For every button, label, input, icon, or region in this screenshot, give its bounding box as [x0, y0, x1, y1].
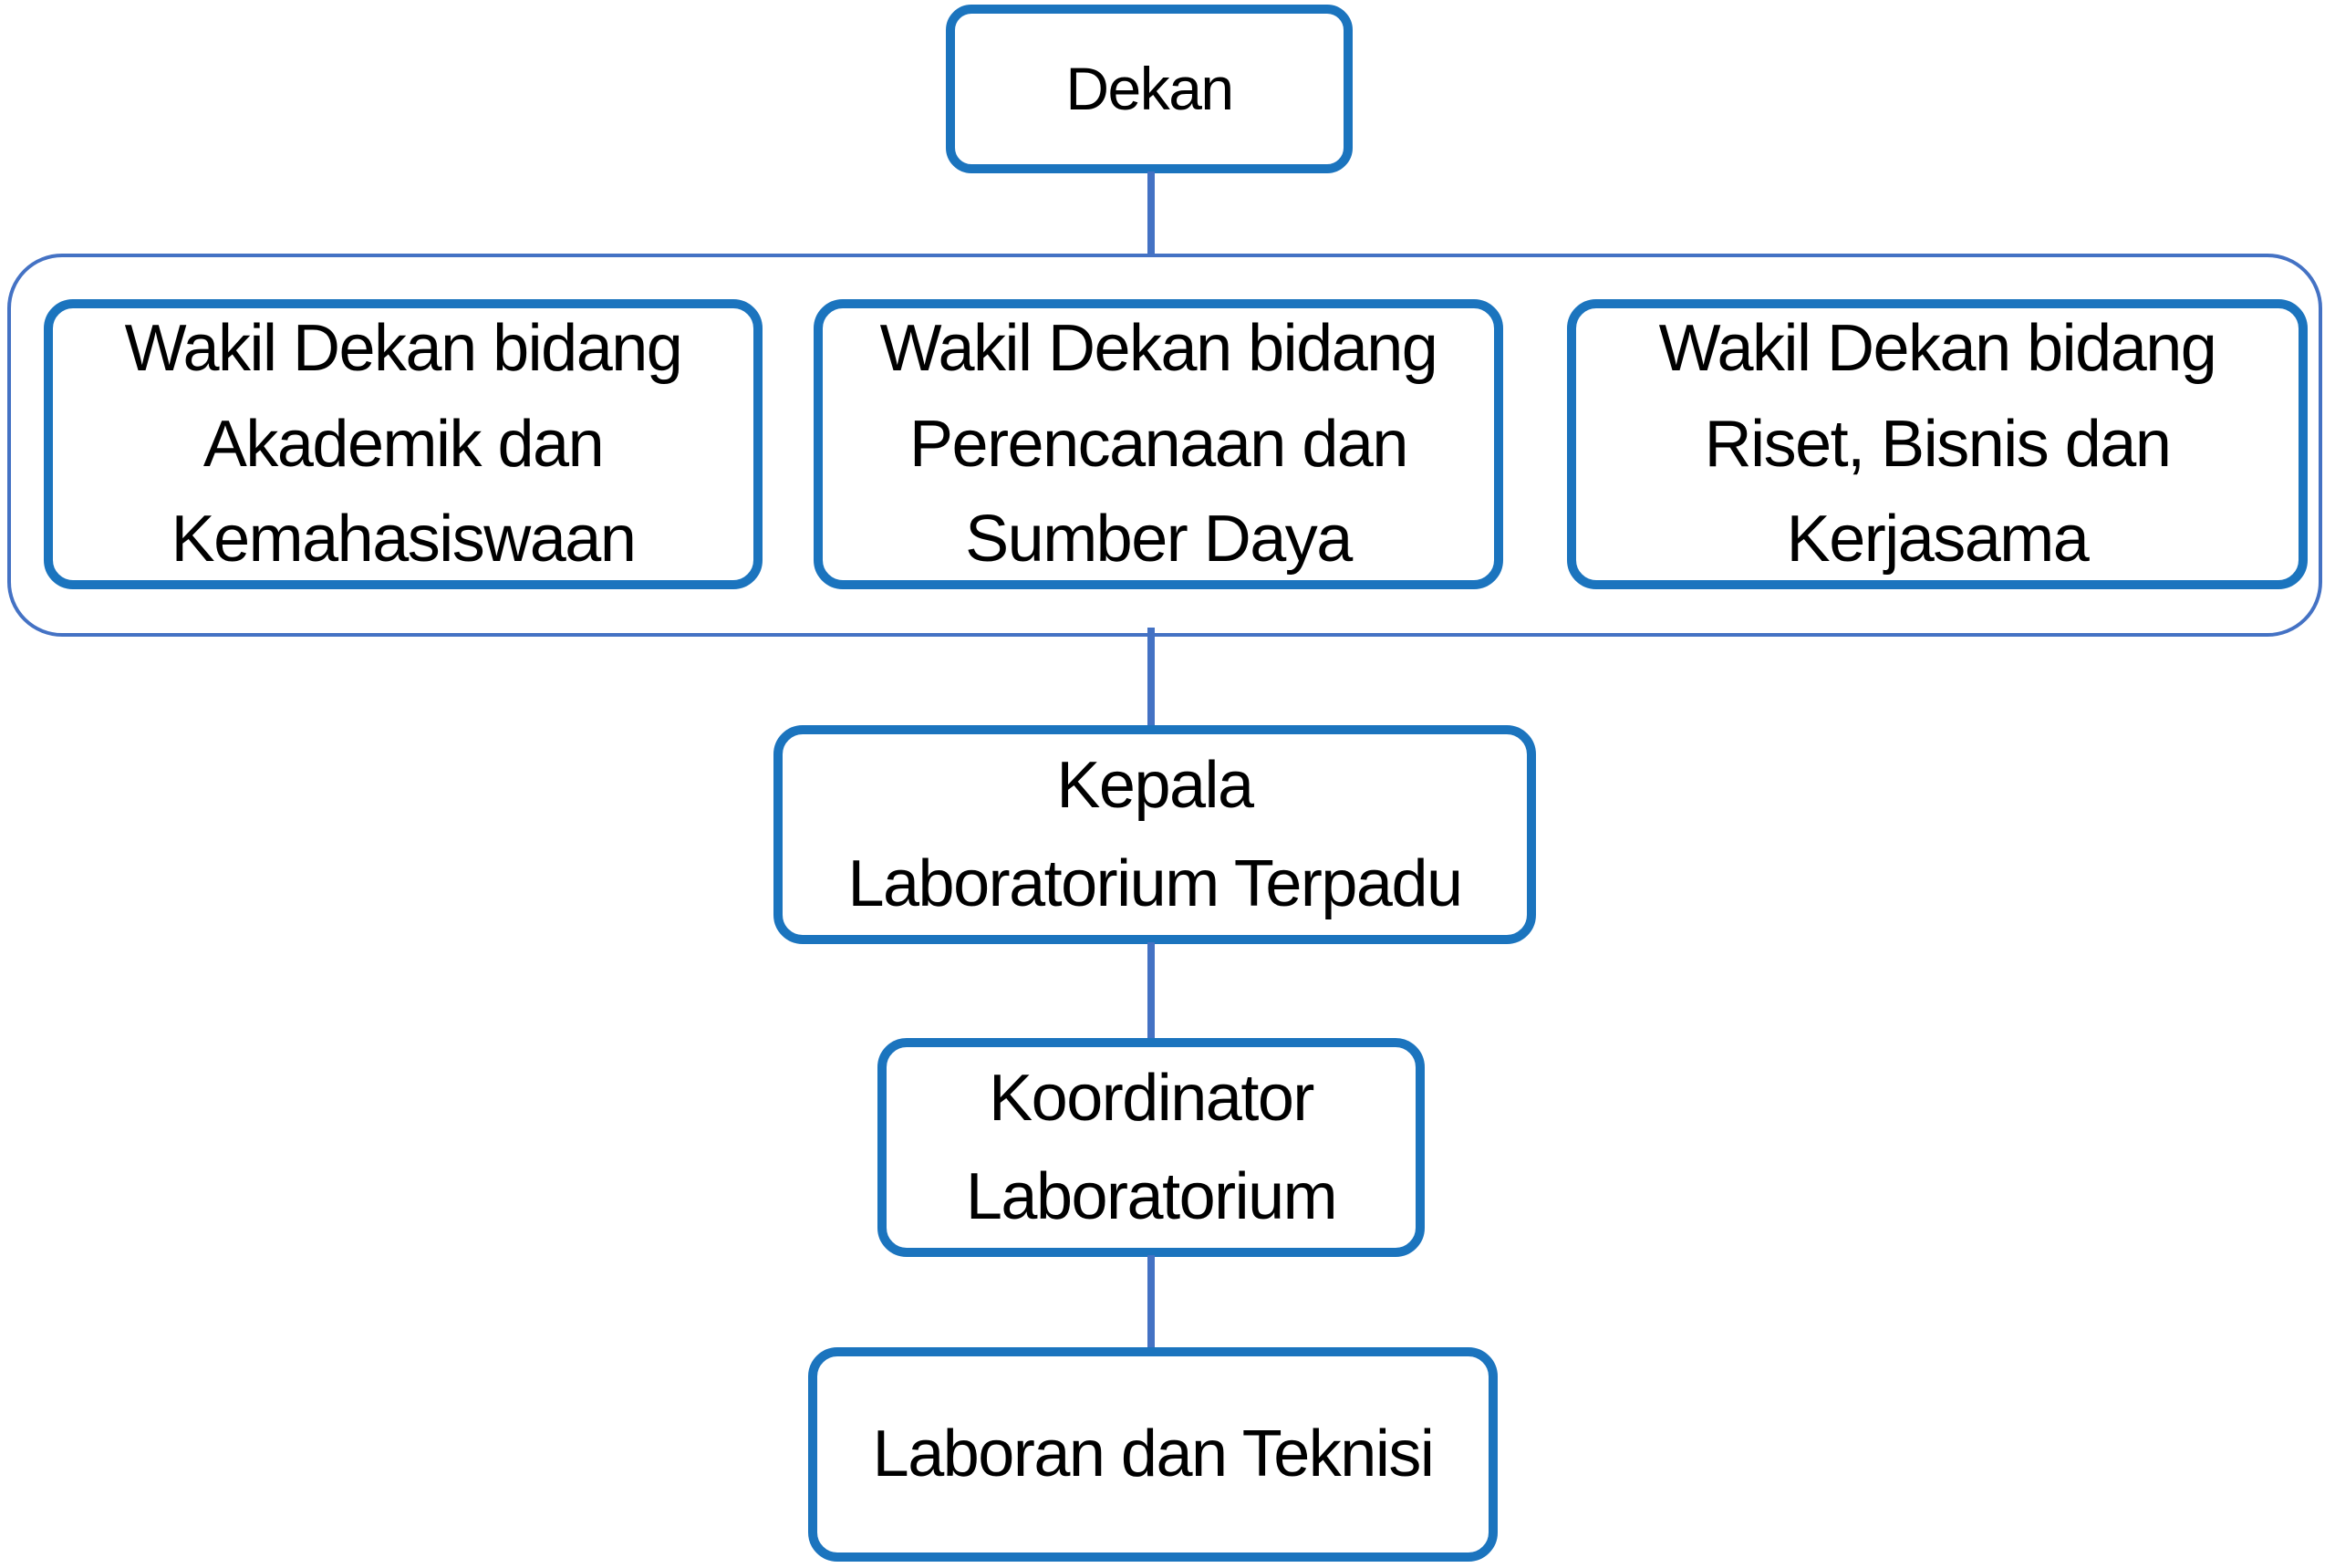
- node-kepala-laboratorium: Kepala Laboratorium Terpadu: [773, 725, 1536, 944]
- node-dekan: Dekan: [946, 5, 1353, 173]
- node-wakil-dekan-perencanaan-line1: Wakil Dekan bidang: [879, 312, 1438, 386]
- connector-dekan-to-deputies: [1147, 171, 1155, 255]
- connector-kepala-to-koordinator: [1147, 942, 1155, 1040]
- connector-deputies-to-kepala: [1147, 628, 1155, 727]
- node-wakil-dekan-perencanaan-line2: Perencanaan dan: [909, 407, 1408, 481]
- node-laboran-teknisi-label: Laboran dan Teknisi: [872, 1417, 1435, 1491]
- node-wakil-dekan-riset: Wakil Dekan bidang Riset, Bisnis dan Ker…: [1567, 299, 2308, 589]
- node-wakil-dekan-riset-line2: Riset, Bisnis dan: [1704, 407, 2172, 481]
- node-wakil-dekan-perencanaan: Wakil Dekan bidang Perencanaan dan Sumbe…: [814, 299, 1503, 589]
- node-wakil-dekan-perencanaan-line3: Sumber Daya: [965, 503, 1353, 576]
- node-koordinator-laboratorium-line2: Laboratorium: [965, 1160, 1338, 1233]
- node-kepala-laboratorium-line2: Laboratorium Terpadu: [847, 847, 1463, 920]
- node-wakil-dekan-riset-line3: Kerjasama: [1786, 503, 2090, 576]
- node-wakil-dekan-akademik-line1: Wakil Dekan bidang: [124, 312, 683, 386]
- connector-koordinator-to-laboran: [1147, 1255, 1155, 1349]
- node-wakil-dekan-akademik-line3: Kemahasiswaan: [171, 503, 637, 576]
- node-koordinator-laboratorium: Koordinator Laboratorium: [877, 1038, 1425, 1257]
- node-wakil-dekan-riset-line1: Wakil Dekan bidang: [1658, 312, 2217, 386]
- deputies-group-frame: [7, 254, 2322, 637]
- node-wakil-dekan-akademik: Wakil Dekan bidang Akademik dan Kemahasi…: [44, 299, 763, 589]
- node-laboran-teknisi: Laboran dan Teknisi: [808, 1347, 1498, 1562]
- node-wakil-dekan-akademik-line2: Akademik dan: [202, 407, 605, 481]
- node-koordinator-laboratorium-line1: Koordinator: [989, 1062, 1314, 1135]
- node-dekan-label: Dekan: [1065, 54, 1234, 122]
- node-kepala-laboratorium-line1: Kepala: [1056, 749, 1254, 822]
